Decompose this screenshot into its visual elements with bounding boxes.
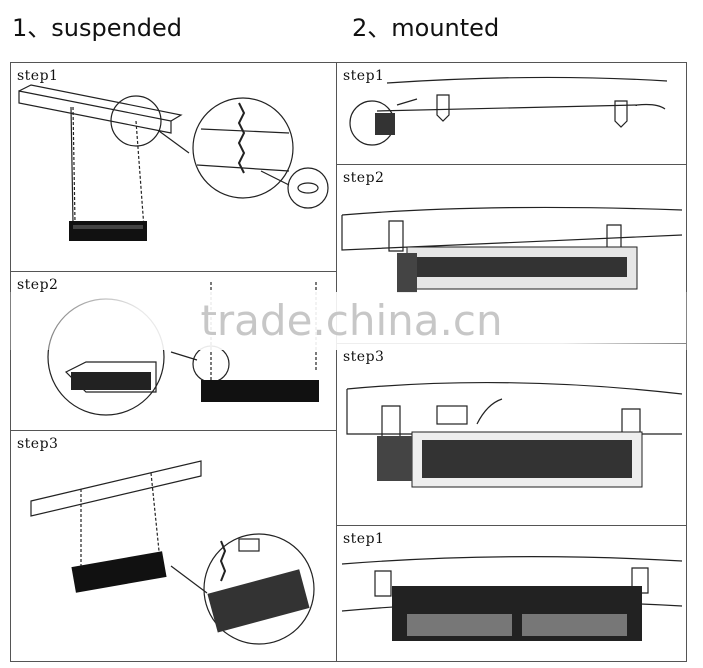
step-label: step2 xyxy=(17,277,59,293)
mounted-step4-panel: step1 xyxy=(336,525,687,662)
step-label: step3 xyxy=(343,349,385,365)
step-label: step1 xyxy=(17,68,59,84)
section-title-mounted: 2、mounted xyxy=(352,14,500,42)
step-label: step3 xyxy=(17,436,59,452)
step-label: step1 xyxy=(343,68,385,84)
suspended-step1-illustration xyxy=(18,84,329,241)
mounted-step3-illustration xyxy=(346,381,683,488)
step-label: step1 xyxy=(343,531,385,547)
mounted-step1-illustration xyxy=(349,76,668,146)
watermark: trade.china.cn xyxy=(0,292,703,350)
suspended-step3-illustration xyxy=(30,460,315,645)
section-title-suspended: 1、suspended xyxy=(12,14,182,42)
mounted-step1-panel: step1 xyxy=(336,62,687,165)
mounted-step3-panel: step3 xyxy=(336,343,687,526)
suspended-step3-panel: step3 xyxy=(10,430,337,662)
mounted-step4-illustration xyxy=(341,556,683,641)
step-label: step2 xyxy=(343,170,385,186)
mounted-step2-illustration xyxy=(341,206,683,293)
suspended-step1-panel: step1 xyxy=(10,62,337,272)
